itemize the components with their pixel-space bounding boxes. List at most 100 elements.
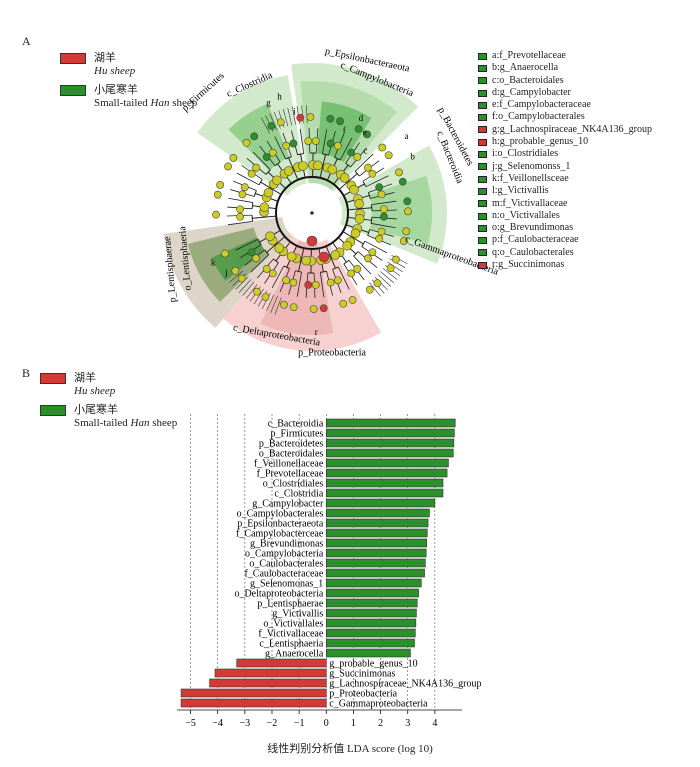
key-item: l:g_Victivallis: [478, 185, 652, 197]
leaf-line: [246, 284, 258, 299]
taxon-node: [311, 281, 320, 289]
clade-label: p_Proteobacteria: [298, 348, 366, 359]
cladogram-root: [310, 211, 314, 215]
panel-label-a: A: [22, 34, 31, 48]
bar-label: o_Deltaproteobacteria: [234, 589, 323, 600]
taxon-node: [276, 118, 285, 127]
key-item: p:f_Caulobacteraceae: [478, 234, 652, 246]
key-swatch: [478, 175, 487, 183]
taxon-node: [224, 162, 232, 171]
taxon-node: [380, 205, 388, 214]
lda-bar: [236, 658, 327, 668]
leaf-line: [306, 105, 308, 124]
taxon-node: [306, 113, 315, 121]
branch: [365, 175, 389, 188]
bar-label: f_Veillonellaceae: [254, 459, 324, 470]
taxon-node: [242, 138, 251, 147]
taxon-node: [327, 164, 338, 175]
branch: [250, 254, 270, 273]
bar-label: g_Selenomonas_1: [250, 579, 323, 590]
key-swatch: [478, 77, 487, 85]
key-label: o:g_Brevundimonas: [492, 222, 574, 234]
taxon-node: [272, 175, 282, 186]
x-tick-label: −1: [294, 718, 305, 729]
branch: [371, 200, 397, 206]
taxon-node: [236, 205, 244, 214]
bar-label: g_Brevundimonas: [250, 539, 323, 550]
taxon-node: [378, 143, 387, 152]
branch: [342, 231, 364, 245]
taxon-node: [364, 254, 372, 263]
taxon-node: [289, 278, 298, 287]
node-letter: a: [405, 131, 409, 141]
taxon-node: [286, 251, 297, 262]
key-label: n:o_Victivallales: [492, 209, 560, 221]
taxon-node: [240, 183, 249, 192]
cladogram-inner-ring: [275, 176, 349, 250]
taxon-node: [326, 139, 335, 148]
bar-label: o_Bacteroidales: [259, 449, 324, 460]
taxon-node: [259, 202, 270, 212]
taxon-node: [250, 132, 259, 141]
node-letter: f: [343, 125, 346, 135]
taxon-node: [296, 113, 305, 122]
key-item: j:g_Selenomonss_1: [478, 161, 652, 173]
key-label: c:o_Bacteroidales: [492, 74, 564, 86]
taxon-node: [252, 163, 260, 172]
key-label: a:f_Prevotellaceae: [492, 50, 566, 61]
taxon-node: [313, 160, 323, 171]
lda-bar: [325, 468, 448, 478]
branch: [322, 129, 328, 154]
branch-arc: [251, 215, 254, 222]
node-letter: r: [315, 327, 318, 337]
bar-label: g_Campylobacter: [252, 499, 324, 510]
legend-swatch-hu-b: [40, 373, 66, 384]
taxon-node: [216, 181, 225, 189]
node-letter: c: [364, 146, 368, 156]
leaf-line: [229, 270, 244, 283]
key-label: k:f_Veillonellsceae: [492, 172, 569, 184]
lda-bar: [325, 538, 428, 548]
leaf-line: [261, 117, 271, 134]
key-item: b:g_Anaerocella: [478, 62, 652, 74]
key-swatch: [478, 151, 487, 159]
taxon-node: [339, 173, 350, 183]
leaf-line: [269, 113, 278, 131]
lda-bar: [325, 488, 444, 498]
branch: [296, 272, 302, 297]
bar-label: p_Bacteroidetes: [259, 439, 324, 450]
node-letter: i: [293, 107, 296, 117]
lda-bar: [325, 618, 417, 628]
lda-bar: [325, 428, 455, 438]
lda-bar: [325, 438, 455, 448]
branch: [338, 173, 358, 190]
lda-bar: [325, 448, 454, 458]
legend-han-cn: 小尾寒羊: [94, 84, 138, 96]
key-swatch: [478, 114, 487, 122]
taxon-node: [342, 240, 352, 251]
bar-label: p_Proteobacteria: [329, 689, 397, 700]
taxon-node: [330, 250, 341, 260]
taxon-node: [282, 276, 291, 285]
legend-hu-en: Hu sheep: [94, 65, 136, 77]
taxon-node: [353, 153, 362, 161]
branch-arc: [334, 156, 341, 161]
taxon-node: [347, 148, 356, 157]
taxon-node: [373, 279, 382, 288]
lda-bar: [325, 568, 425, 578]
leaf-line: [387, 261, 403, 273]
key-swatch: [478, 89, 487, 97]
leaf-line: [266, 294, 275, 312]
lda-bar: [209, 678, 327, 688]
branch: [364, 240, 388, 254]
branch: [371, 223, 396, 229]
key-swatch: [478, 126, 487, 134]
lda-bar: [325, 478, 444, 488]
key-label: f:o_Campylobacterales: [492, 111, 585, 123]
bar-label: c_Bacteroidia: [268, 419, 324, 430]
taxon-node: [262, 153, 271, 161]
key-label: i:o_Clostridiales: [492, 148, 559, 160]
taxon-node: [354, 214, 365, 224]
key-item: d:g_Campylobacter: [478, 87, 652, 99]
lda-bar: [325, 528, 428, 538]
